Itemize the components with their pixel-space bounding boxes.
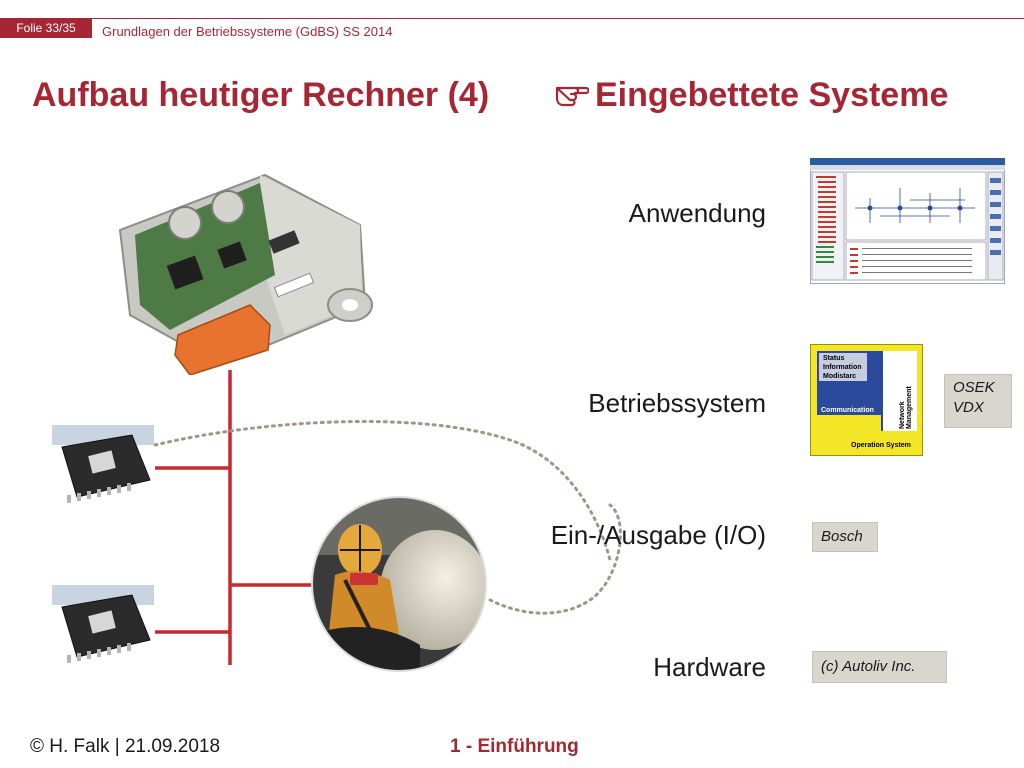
os-operation-text: Operation System — [851, 442, 911, 449]
ecu-image — [118, 173, 373, 375]
pointing-hand-icon — [555, 86, 589, 107]
os-communication-text: Communication — [821, 407, 874, 414]
os-status-block — [819, 353, 867, 381]
slide-number: Folie 33/35 — [0, 18, 92, 38]
dotted-link-airbag — [488, 503, 622, 615]
slide-subtitle: Eingebettete Systeme — [555, 76, 948, 115]
subtitle-text: Eingebettete Systeme — [595, 76, 949, 114]
header-rule — [0, 18, 1024, 19]
layer-hardware-label: Hardware — [653, 652, 766, 682]
microcontroller-image-2 — [52, 585, 154, 663]
layer-application-label: Anwendung — [628, 198, 766, 228]
os-communication-block — [819, 389, 879, 411]
os-structure-diagram: Status Information Modistarc Network Man… — [810, 344, 923, 456]
airbag-crash-test-image — [311, 496, 487, 672]
osek-vdx-tag: OSEK VDX — [944, 374, 1012, 428]
course-title: Grundlagen der Betriebssysteme (GdBS) SS… — [102, 24, 393, 39]
slide-title: Aufbau heutiger Rechner (4) — [32, 76, 490, 114]
layer-io-label: Ein-/Ausgabe (I/O) — [550, 520, 766, 550]
os-network-block — [881, 351, 917, 431]
os-status-text: Status Information Modistarc — [823, 355, 862, 380]
os-network-text: Network Management — [899, 386, 913, 429]
dotted-link-chip — [153, 420, 612, 562]
bosch-tag: Bosch — [812, 522, 878, 552]
autoliv-tag: (c) Autoliv Inc. — [812, 651, 947, 683]
application-screenshot-image — [810, 158, 1005, 284]
microcontroller-image-1 — [52, 425, 154, 503]
footer-author: © H. Falk | 21.09.2018 — [30, 736, 221, 757]
footer-chapter: 1 - Einführung — [450, 736, 579, 757]
layer-os-label: Betriebssystem — [588, 388, 766, 418]
